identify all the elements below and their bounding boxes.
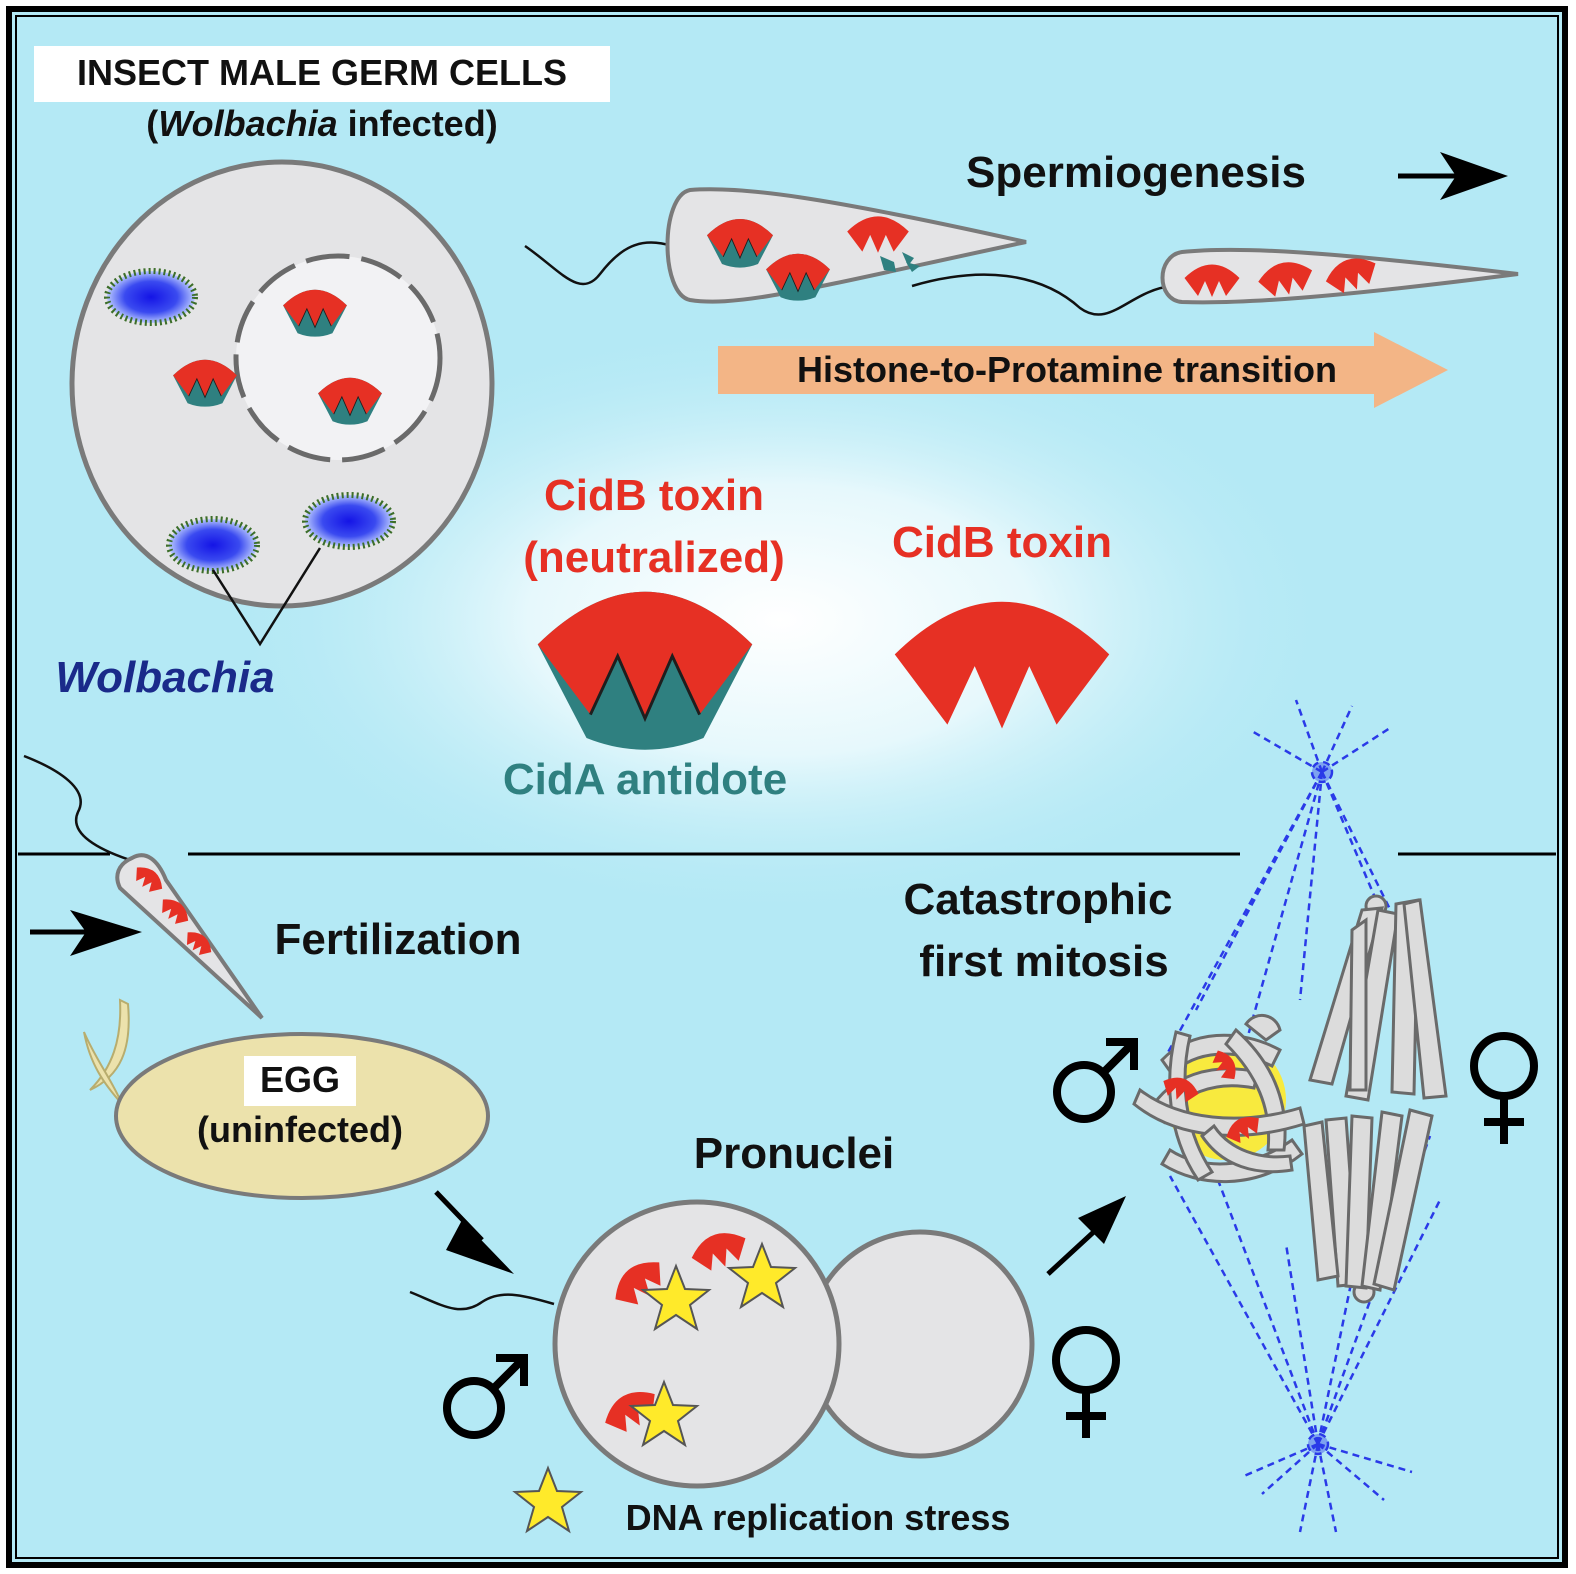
histone-transition-arrow <box>718 332 1448 408</box>
pronuclei <box>409 1199 1035 1489</box>
wolbachia-icon <box>107 271 195 323</box>
germ-cells-subtitle: (Wolbachia infected) <box>146 103 497 144</box>
wolbachia-icon <box>169 519 257 571</box>
cida-antidote-label: CidA antidote <box>503 755 787 804</box>
catastrophic-line2: first mitosis <box>919 937 1168 986</box>
center-glow <box>220 320 1340 920</box>
wolbachia-icon <box>305 495 393 547</box>
egg-title: EGG <box>260 1059 340 1100</box>
fertilization-arrow-icon <box>30 910 142 956</box>
spermiogenesis-label: Spermiogenesis <box>966 148 1306 197</box>
dna-stress-label: DNA replication stress <box>626 1497 1011 1538</box>
cidb-neutralized-line2: (neutralized) <box>523 533 785 582</box>
germ-cells-title: INSECT MALE GERM CELLS <box>77 52 567 93</box>
cidb-toxin-label: CidB toxin <box>892 518 1112 567</box>
arrow-to-mitosis-icon <box>1046 1196 1126 1276</box>
female-pronucleus <box>805 1229 1035 1459</box>
pronuclei-label: Pronuclei <box>694 1129 895 1178</box>
arrow-to-pronuclei-icon <box>434 1190 514 1274</box>
cidb-neutralized-line1: CidB toxin <box>544 471 764 520</box>
spermatid-early <box>524 187 1027 304</box>
male-pronucleus <box>552 1199 842 1489</box>
wolbachia-label: Wolbachia <box>55 653 274 702</box>
spermatid-late <box>911 247 1519 316</box>
germ-cells-title-box <box>34 46 610 102</box>
sperm-fertilizing <box>23 754 264 1020</box>
catastrophic-line1: Catastrophic <box>904 875 1173 924</box>
spermiogenesis-arrow-icon <box>1398 152 1508 200</box>
fertilization-label: Fertilization <box>275 915 522 964</box>
egg-subtitle: (uninfected) <box>197 1109 403 1150</box>
male-chromosome-tangle <box>1132 1014 1306 1184</box>
histone-transition-label: Histone-to-Protamine transition <box>797 349 1337 390</box>
male-germ-cell <box>69 159 495 647</box>
female-chromosomes <box>1302 894 1448 1304</box>
egg <box>83 998 490 1200</box>
nucleus <box>233 253 443 463</box>
